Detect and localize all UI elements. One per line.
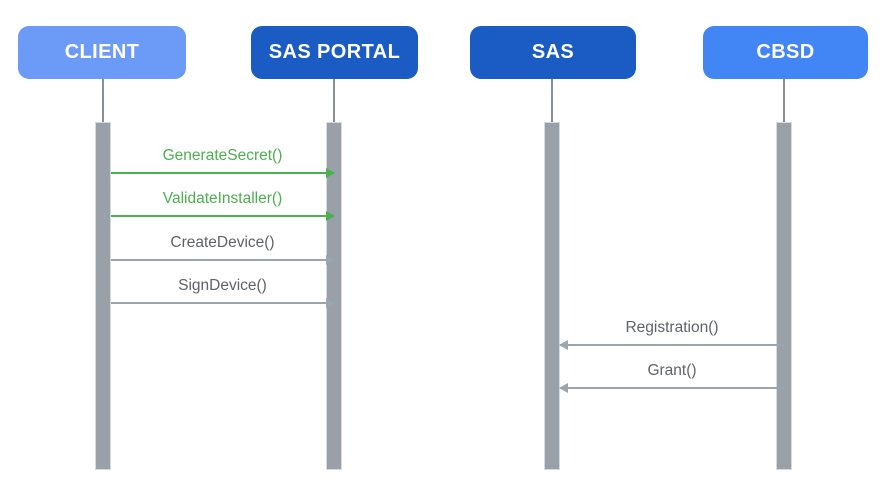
- lifeline-sas-portal: [333, 79, 335, 122]
- message-label: CreateDevice(): [170, 234, 275, 251]
- participant-label: SAS PORTAL: [268, 41, 401, 63]
- participant-label: CBSD: [756, 41, 815, 63]
- arrowhead-icon: [326, 255, 335, 265]
- participant-box-cbsd[interactable]: CBSD: [703, 26, 868, 79]
- participant-box-sas[interactable]: SAS: [470, 26, 636, 79]
- activation-bar-sas-portal: [326, 122, 342, 470]
- arrowhead-icon: [326, 298, 335, 308]
- arrowhead-icon: [559, 340, 568, 350]
- participant-box-client[interactable]: CLIENT: [18, 26, 186, 79]
- message-label: GenerateSecret(): [162, 147, 283, 164]
- activation-bar-cbsd: [776, 122, 792, 470]
- message-line: [111, 302, 334, 304]
- lifeline-cbsd: [783, 79, 785, 122]
- message-label: SignDevice(): [178, 277, 267, 294]
- message-line: [111, 215, 334, 217]
- participant-box-sas-portal[interactable]: SAS PORTAL: [251, 26, 418, 79]
- message-label: Grant(): [647, 362, 697, 379]
- arrowhead-icon: [326, 168, 335, 178]
- lifeline-client: [102, 79, 104, 122]
- message-line: [560, 387, 784, 389]
- lifeline-sas: [551, 79, 553, 122]
- activation-bar-sas: [544, 122, 560, 470]
- participant-label: CLIENT: [64, 41, 140, 63]
- participant-label: SAS: [531, 41, 575, 63]
- message-line: [111, 172, 334, 174]
- activation-bar-client: [95, 122, 111, 470]
- message-line: [111, 259, 334, 261]
- arrowhead-icon: [559, 383, 568, 393]
- message-label: Registration(): [625, 319, 719, 336]
- message-label: ValidateInstaller(): [162, 190, 283, 207]
- arrowhead-icon: [326, 211, 335, 221]
- message-line: [560, 344, 784, 346]
